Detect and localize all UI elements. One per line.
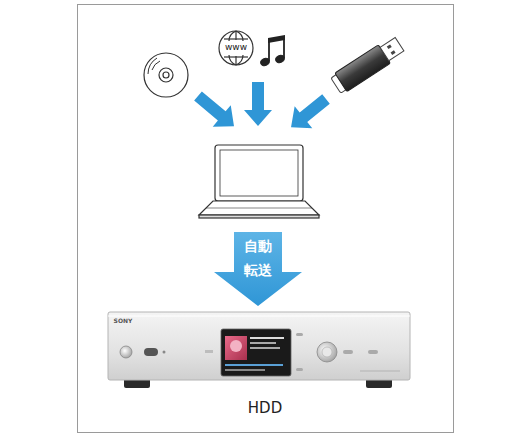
frame [78, 5, 454, 433]
hdd-device [108, 312, 410, 388]
laptop-icon [199, 145, 319, 218]
transfer-label: 自動 転送 [243, 235, 274, 283]
cd-icon [144, 53, 188, 97]
globe-icon [219, 31, 253, 65]
transfer-arrow [214, 232, 302, 306]
brand-mark: SONY [114, 318, 133, 324]
input-arrows [189, 82, 335, 138]
music-note-icon [260, 35, 286, 67]
device-label: HDD [248, 399, 282, 417]
usb-stick-icon [330, 35, 406, 95]
globe-text: www [224, 43, 248, 53]
